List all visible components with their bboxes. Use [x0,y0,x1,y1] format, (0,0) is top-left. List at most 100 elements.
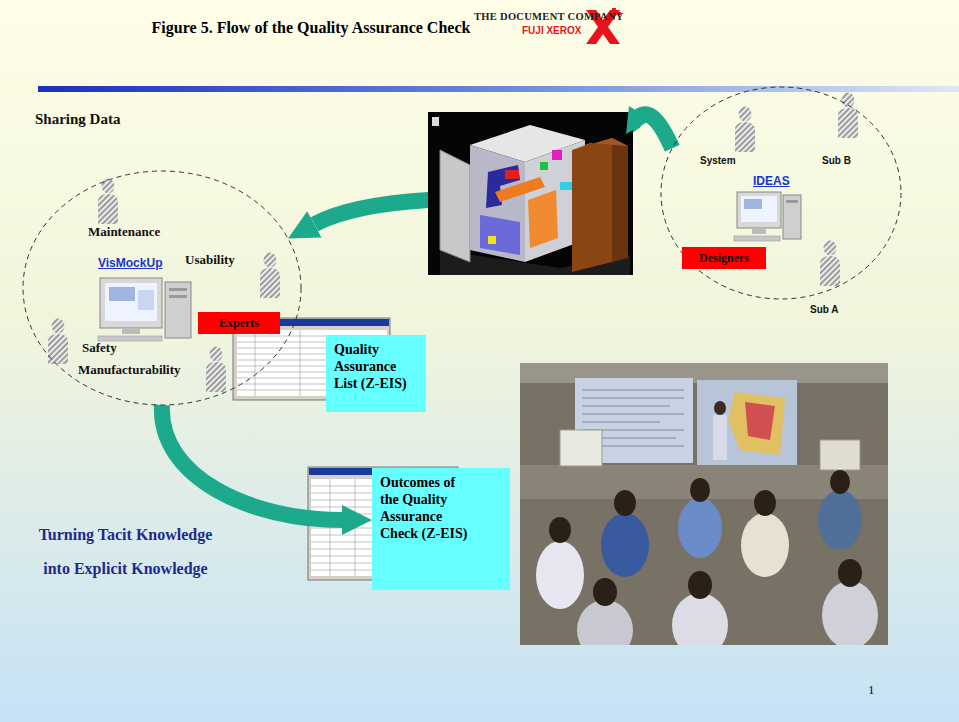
cad-model-image [488,236,496,244]
meeting-photo [741,513,789,577]
computer-icon [100,278,162,328]
screenshot-list [255,330,256,396]
cad-model-image [470,145,525,262]
screenshot-outcomes [355,479,356,576]
meeting-photo [520,363,888,645]
role-label: System [700,155,736,166]
brand-name: FUJI XEROX [522,25,581,36]
person-icons [206,347,226,393]
cad-model-image [428,112,633,275]
meeting-photo [582,422,660,423]
meeting-photo [690,478,710,502]
meeting-photo [672,593,728,645]
theme-note: Turning Tacit Knowledge into Explicit Kn… [28,518,223,586]
meeting-photo [714,401,726,415]
team-group: MaintenanceVisMockUpUsabilitySafetyManuf… [22,170,302,406]
role-label: Maintenance [88,224,160,240]
meeting-photo [818,490,862,550]
computer-icon [786,200,798,203]
person-icons [48,319,68,365]
meeting-photo [678,498,722,558]
cad-model-image [528,190,558,248]
team-group: SystemSub BIDEASSub ADesigners [660,86,902,300]
cad-model-image [540,162,548,170]
computer-icon [741,196,777,222]
meeting-photo [838,559,862,587]
box-text: Outcomes of the Quality Assurance Check … [380,474,472,542]
meeting-photo [614,490,636,516]
page-number: 1 [868,682,875,698]
role-label: Usability [185,252,235,268]
box-text: Quality Assurance List (Z-EIS) [334,341,418,392]
meeting-photo [577,600,633,645]
computer-icon [734,236,780,241]
meeting-photo [601,513,649,577]
meeting-photo [549,517,571,543]
company-tagline: THE DOCUMENT COMPANY [474,11,624,22]
cad-model-image [560,182,572,190]
dashed-outline [661,87,901,299]
cad-model-image [440,150,470,262]
cad-model-image [480,215,520,255]
meeting-photo [593,578,617,606]
person-icons [820,241,840,287]
cad-model-image [572,138,612,272]
role-label: Sub A [810,304,839,315]
arrowhead [626,106,651,134]
tag-text: Experts [219,316,259,331]
group-tag: Designers [682,247,766,269]
meeting-photo [582,414,684,415]
flow-arrow [162,405,342,520]
meeting-photo [820,440,860,470]
document-box: Outcomes of the Quality Assurance Check … [372,468,510,590]
computer-icon [169,295,187,298]
computer-icon [744,199,762,209]
person-icons [48,93,858,393]
computer-icon [737,192,781,228]
meeting-photo [754,490,776,516]
meeting-photo [560,430,602,466]
computer-icon [165,282,191,338]
meeting-photo [582,406,670,407]
computer-icon [169,288,187,291]
computer-icon [109,287,135,301]
section-heading: Sharing Data [35,111,120,128]
computer-icon [98,278,191,341]
computer-icon [122,328,140,334]
cad-model-image [432,117,439,126]
group-tag: Experts [198,312,280,334]
tool-link: IDEAS [753,174,790,188]
document-box: Quality Assurance List (Z-EIS) [326,335,426,412]
computer-icon [783,195,801,239]
screenshot-list [300,330,301,396]
meeting-photo [713,415,727,460]
tool-link: VisMockUp [98,256,162,270]
computer-icon [105,283,157,321]
meeting-photo [697,380,797,470]
title-rule [38,86,959,92]
computer-icon [734,192,801,241]
cad-model-image [612,138,628,262]
person-icons [735,107,755,153]
computer-icon [752,228,766,234]
person-icons [260,253,280,299]
meeting-photo [536,541,584,609]
meeting-photo [830,470,850,494]
cad-model-image [572,138,628,150]
meeting-photo [728,392,785,455]
dashed-outline [23,171,301,405]
cad-model-image [552,150,562,160]
meeting-photo [822,581,878,645]
person-icons [838,93,858,139]
role-label: Manufacturability [78,362,181,378]
meeting-photo [582,398,684,399]
computer-icon [138,290,154,310]
tag-text: Designers [699,251,749,266]
role-label: Sub B [822,155,851,166]
meeting-photo [688,571,712,599]
cad-model-image [505,170,519,179]
